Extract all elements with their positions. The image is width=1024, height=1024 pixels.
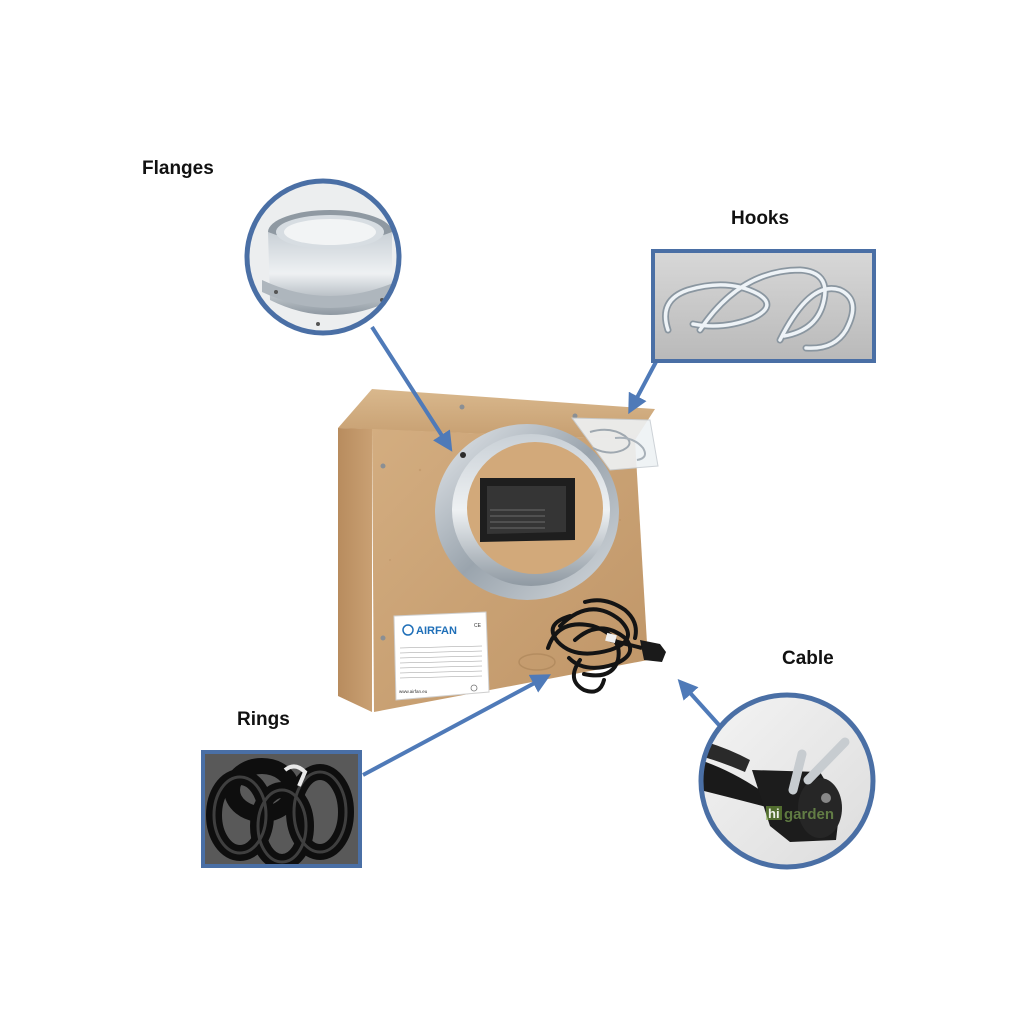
box-flange bbox=[435, 424, 619, 600]
hooks-callout bbox=[651, 249, 876, 363]
box-top-face bbox=[338, 389, 655, 440]
watermark-logo-icon bbox=[766, 806, 782, 820]
screw-icon bbox=[459, 404, 465, 410]
cable-label: Cable bbox=[782, 648, 834, 669]
watermark-garden: garden bbox=[784, 806, 834, 823]
box-power-plug bbox=[605, 632, 666, 662]
plug-icon: hi garden bbox=[703, 737, 850, 842]
ce-mark: CE bbox=[474, 623, 482, 629]
airfan-logo-icon bbox=[402, 624, 414, 636]
box-side-face bbox=[338, 428, 372, 712]
hooks-label: Hooks bbox=[731, 208, 790, 229]
rings-icon bbox=[205, 754, 358, 864]
watermark-hi: hi bbox=[768, 806, 780, 821]
product-label: AIRFAN CE www.airfan.eu bbox=[393, 611, 490, 701]
rings-arrow bbox=[362, 674, 552, 777]
rings-callout bbox=[201, 750, 362, 868]
hooks-bag bbox=[570, 417, 659, 471]
cable-callout: hi garden bbox=[698, 692, 876, 870]
flanges-label: Flanges bbox=[142, 158, 214, 179]
screw-icon bbox=[572, 413, 578, 419]
product-website: www.airfan.eu bbox=[399, 689, 428, 694]
hooks-arrow bbox=[628, 359, 659, 415]
rings-label: Rings bbox=[237, 709, 290, 730]
flange-icon bbox=[249, 183, 397, 331]
fan-box: AIRFAN CE www.airfan.eu bbox=[338, 389, 666, 712]
flanges-callout bbox=[244, 178, 402, 336]
hooks-icon bbox=[662, 266, 857, 352]
product-brand: AIRFAN bbox=[416, 625, 457, 637]
flanges-arrow bbox=[370, 325, 453, 452]
screw-icon bbox=[380, 463, 386, 469]
screw-icon bbox=[380, 635, 386, 641]
